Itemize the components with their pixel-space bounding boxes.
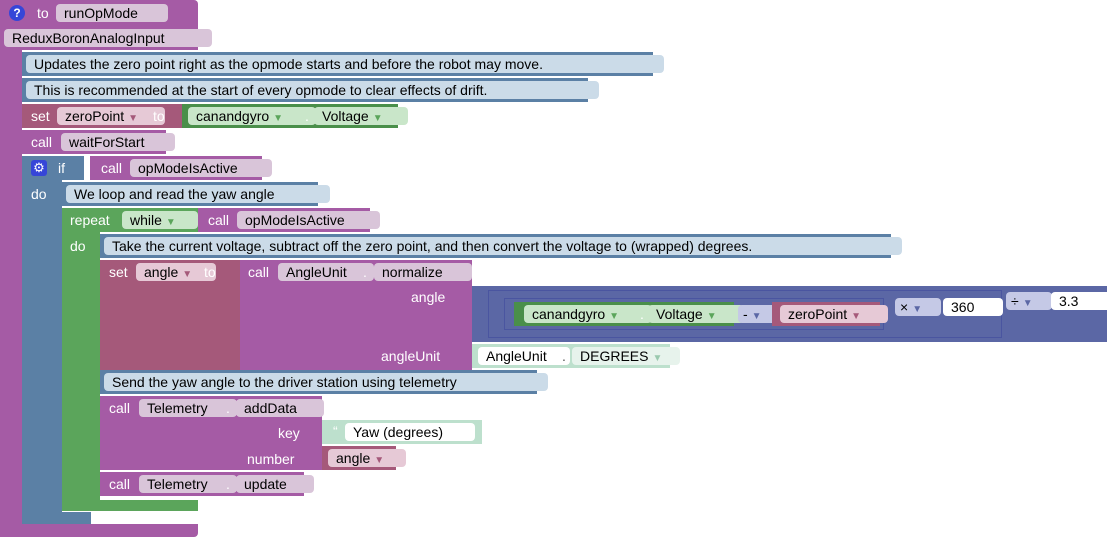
comment-1-text[interactable]: Updates the zero point right as the opmo… bbox=[26, 55, 664, 73]
dot-label: . bbox=[226, 476, 230, 492]
comment-5-text[interactable]: Send the yaw angle to the driver station… bbox=[104, 373, 548, 391]
dropdown-arrow-icon: ▼ bbox=[374, 455, 385, 466]
dropdown-arrow-icon: ▼ bbox=[182, 269, 193, 280]
voltage-property-dropdown-2[interactable]: Voltage▼ bbox=[648, 305, 744, 323]
angle-var-text: angle bbox=[336, 450, 371, 466]
repeat-label: repeat bbox=[70, 212, 110, 228]
dropdown-arrow-icon: ▼ bbox=[706, 311, 717, 322]
function-block-body bbox=[0, 48, 22, 526]
comment-3-text[interactable]: We loop and read the yaw angle bbox=[66, 185, 330, 203]
dot-label: . bbox=[363, 264, 367, 280]
if-block-body bbox=[22, 178, 62, 514]
zeropoint-var-text: zeroPoint bbox=[65, 108, 125, 124]
normalize-method-field[interactable]: normalize bbox=[374, 263, 472, 281]
dropdown-arrow-icon: ▼ bbox=[912, 304, 923, 315]
angle-var-text: angle bbox=[144, 264, 179, 280]
call-label: call bbox=[101, 160, 123, 176]
repeat-block-footer bbox=[62, 500, 198, 511]
to-label: to bbox=[153, 108, 165, 124]
update-method-field[interactable]: update bbox=[236, 475, 314, 493]
dropdown-arrow-icon: ▼ bbox=[751, 311, 762, 322]
call-label: call bbox=[208, 212, 230, 228]
multiply-operator-text: × bbox=[900, 299, 909, 315]
param-angle-label: angle bbox=[411, 289, 446, 305]
telemetry-class-field[interactable]: Telemetry bbox=[139, 399, 237, 417]
while-mode-text: while bbox=[130, 212, 162, 228]
class-name-field[interactable]: ReduxBoronAnalogInput bbox=[4, 29, 212, 47]
to-label: to bbox=[204, 264, 216, 280]
dot-label: . bbox=[226, 400, 230, 416]
zeropoint-getter-dropdown[interactable]: zeroPoint▼ bbox=[780, 305, 888, 323]
canandgyro-object-text: canandgyro bbox=[532, 306, 606, 322]
set-label: set bbox=[109, 264, 128, 280]
divide-operator-dropdown[interactable]: ÷▼ bbox=[1006, 292, 1052, 310]
dropdown-arrow-icon: ▼ bbox=[165, 217, 176, 228]
quote-close-label: ” bbox=[463, 423, 468, 439]
while-mode-dropdown[interactable]: while▼ bbox=[122, 211, 198, 229]
angle-var-dropdown[interactable]: angle▼ bbox=[136, 263, 216, 281]
canandgyro-object-text: canandgyro bbox=[196, 108, 270, 124]
if-block-footer bbox=[22, 512, 91, 524]
dropdown-arrow-icon: ▼ bbox=[609, 311, 620, 322]
param-number-label: number bbox=[247, 451, 295, 467]
help-icon[interactable]: ? bbox=[9, 5, 25, 21]
param-key-label: key bbox=[278, 425, 300, 441]
function-name-field[interactable]: runOpMode bbox=[56, 4, 168, 22]
param-angleunit-label: angleUnit bbox=[381, 348, 441, 364]
call-label: call bbox=[31, 134, 53, 150]
dropdown-arrow-icon: ▼ bbox=[652, 353, 663, 364]
dot-label: . bbox=[305, 108, 309, 124]
adddata-params-area bbox=[100, 418, 322, 470]
set-label: set bbox=[31, 108, 50, 124]
adddata-method-field[interactable]: addData bbox=[236, 399, 324, 417]
function-block-footer bbox=[0, 524, 198, 537]
number-3-3-field[interactable]: 3.3 bbox=[1051, 292, 1107, 310]
yaw-degrees-text-field[interactable]: Yaw (degrees) bbox=[345, 423, 475, 441]
telemetry-class-field-2[interactable]: Telemetry bbox=[139, 475, 237, 493]
call-label: call bbox=[109, 476, 131, 492]
quote-open-label: “ bbox=[333, 423, 338, 439]
angleunit-class-field[interactable]: AngleUnit bbox=[278, 263, 374, 281]
voltage-property-text: Voltage bbox=[656, 306, 703, 322]
if-label: if bbox=[58, 160, 65, 176]
number-360-field[interactable]: 360 bbox=[943, 298, 1003, 316]
waitforstart-field[interactable]: waitForStart bbox=[61, 133, 175, 151]
opmodeisactive-field-2[interactable]: opModeIsActive bbox=[237, 211, 380, 229]
to-label: to bbox=[37, 5, 49, 21]
zeropoint-var-text: zeroPoint bbox=[788, 306, 848, 322]
dropdown-arrow-icon: ▼ bbox=[372, 113, 383, 124]
degrees-enum-text: DEGREES bbox=[580, 348, 649, 364]
do-label: do bbox=[70, 238, 86, 254]
dropdown-arrow-icon: ▼ bbox=[273, 113, 284, 124]
degrees-enum-dropdown[interactable]: DEGREES▼ bbox=[572, 347, 680, 365]
dot-label: . bbox=[562, 348, 566, 364]
comment-2-text[interactable]: This is recommended at the start of ever… bbox=[26, 81, 599, 99]
zeropoint-var-dropdown[interactable]: zeroPoint▼ bbox=[57, 107, 165, 125]
dropdown-arrow-icon: ▼ bbox=[1022, 298, 1033, 309]
dropdown-arrow-icon: ▼ bbox=[128, 113, 139, 124]
angle-getter-dropdown[interactable]: angle▼ bbox=[328, 449, 406, 467]
multiply-operator-dropdown[interactable]: ×▼ bbox=[895, 298, 941, 316]
dropdown-arrow-icon: ▼ bbox=[851, 311, 862, 322]
comment-4-text[interactable]: Take the current voltage, subtract off t… bbox=[104, 237, 902, 255]
canandgyro-object-dropdown-2[interactable]: canandgyro▼ bbox=[524, 305, 652, 323]
canandgyro-object-dropdown[interactable]: canandgyro▼ bbox=[188, 107, 316, 125]
voltage-property-dropdown[interactable]: Voltage▼ bbox=[314, 107, 408, 125]
call-label: call bbox=[109, 400, 131, 416]
dot-label: . bbox=[640, 306, 644, 322]
subtract-operator-dropdown[interactable]: -▼ bbox=[738, 305, 776, 323]
subtract-operator-text: - bbox=[743, 306, 748, 322]
gear-icon[interactable]: ⚙ bbox=[31, 160, 47, 176]
voltage-property-text: Voltage bbox=[322, 108, 369, 124]
repeat-block-body bbox=[62, 230, 100, 502]
divide-operator-text: ÷ bbox=[1011, 293, 1019, 309]
call-label: call bbox=[248, 264, 270, 280]
do-label: do bbox=[31, 186, 47, 202]
angleunit-enum-field[interactable]: AngleUnit bbox=[478, 347, 570, 365]
opmodeisactive-field[interactable]: opModeIsActive bbox=[130, 159, 272, 177]
